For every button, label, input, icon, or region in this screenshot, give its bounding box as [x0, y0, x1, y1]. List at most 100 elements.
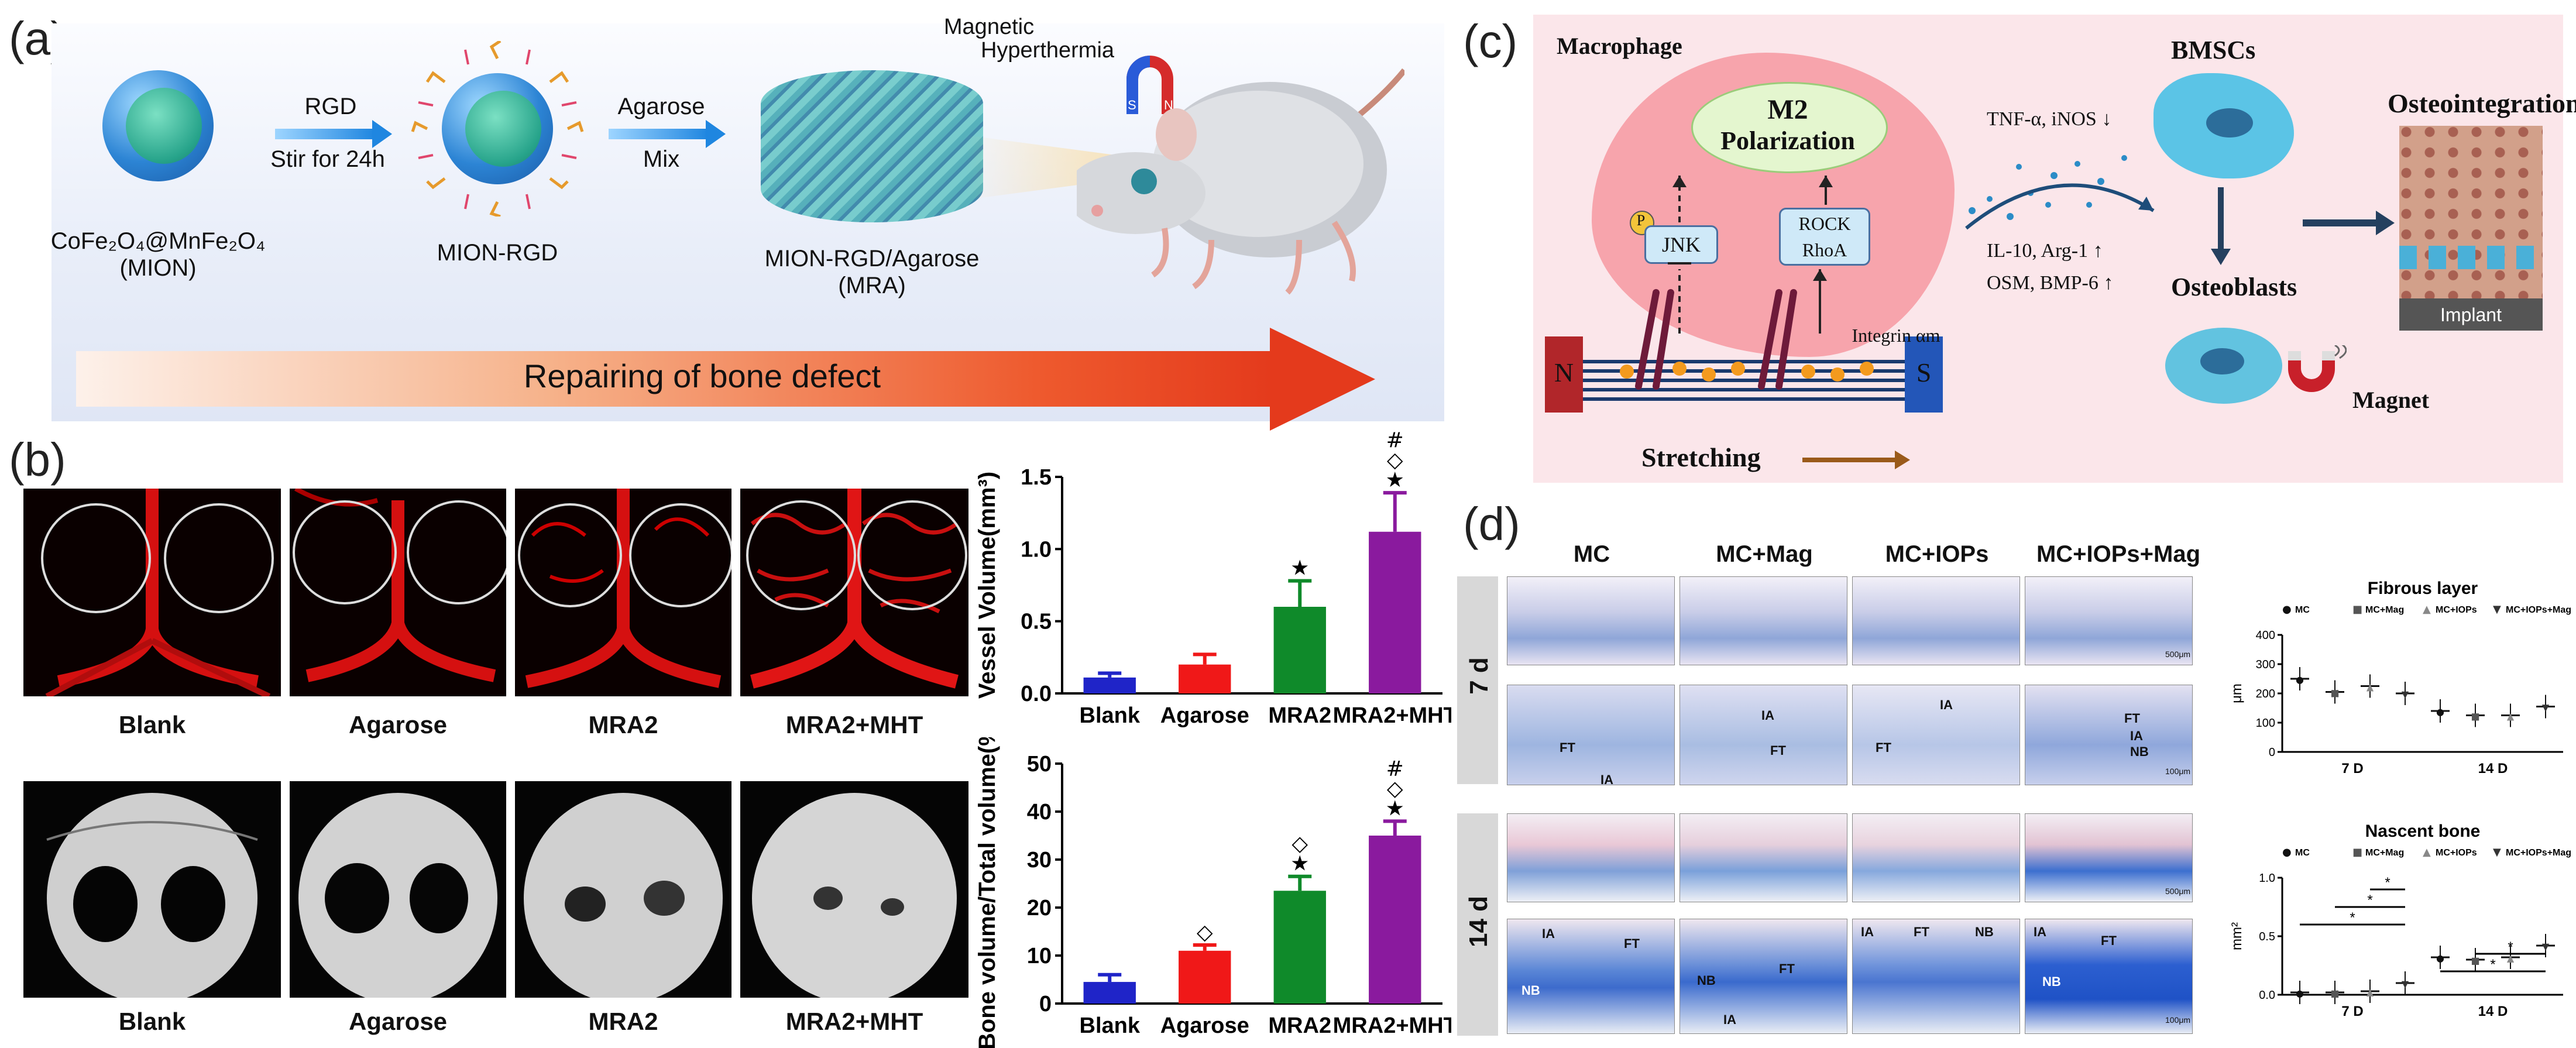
significance-mark: #: [1386, 428, 1404, 452]
label-14d-mciops-nb: NB: [1975, 925, 1994, 939]
scale-7d-big: 500μm: [2165, 650, 2191, 659]
y-tick-label: 400: [2256, 629, 2275, 642]
implant-block: [2399, 298, 2543, 331]
bar: [1273, 607, 1326, 693]
label-14d-mc-ft: FT: [1624, 936, 1640, 951]
histo-14d-mc-overview: [1507, 813, 1675, 902]
legend-marker: ▼: [2493, 846, 2501, 858]
label-7d-mciopsmag-ia: IA: [2130, 729, 2143, 743]
magnet-s-text: S: [1916, 358, 1932, 387]
significance-mark: ◇: [1197, 920, 1213, 944]
legend-label: MC+IOPs: [2436, 605, 2477, 615]
histo-14d-mcmag-zoom: [1679, 919, 1847, 1034]
label-7d-mc-ia: IA: [1600, 772, 1613, 787]
histo-14d-mciops-zoom: [1852, 919, 2020, 1034]
data-point: ●: [2436, 706, 2444, 717]
bar: [1083, 677, 1136, 693]
signal-arrows: [1668, 176, 1833, 334]
data-point: ■: [2330, 688, 2339, 699]
data-point: ▲: [2367, 682, 2374, 693]
significance-mark: ★: [1386, 468, 1404, 492]
label-14d-mc-nb: NB: [1521, 983, 1540, 998]
row-tag-14d: [1457, 813, 1498, 1036]
y-tick-label: 0: [2269, 746, 2275, 759]
cytokines-up2: OSM, BMP-6 ↑: [1987, 272, 2114, 294]
significance-mark: *: [2490, 957, 2495, 973]
category-label: MRA2: [1268, 703, 1331, 728]
significance-mark: ★: [1290, 852, 1309, 876]
histo-14d-mciopsmag-overview: [2025, 813, 2193, 902]
stretching-arrow-head: [1895, 451, 1910, 469]
significance-mark: ★: [1386, 796, 1404, 820]
data-point: ■: [2330, 988, 2339, 999]
vessel-image-agarose: [290, 489, 506, 696]
histo-14d-mciops-overview: [1852, 813, 2020, 902]
histo-7d-mciops-overview: [1852, 576, 2020, 665]
jnk-box: JNK: [1644, 225, 1718, 264]
integrin-label: Integrin αm: [1852, 325, 1940, 346]
bmscs-label: BMSCs: [2171, 36, 2256, 64]
magnet-icon: [2288, 345, 2347, 392]
mion-core: [126, 88, 202, 164]
step2-arrow: [609, 120, 726, 148]
legend-label: MC: [2295, 605, 2310, 615]
y-tick-label: 0.0: [2259, 989, 2275, 1002]
ct-label-blank: Blank: [118, 1008, 186, 1035]
m2-line1: M2: [1767, 94, 1808, 125]
y-tick-label: 10: [1027, 944, 1052, 968]
y-tick-label: 0: [1039, 992, 1052, 1016]
y-tick-label: 0.0: [1021, 682, 1052, 706]
label-14d-mciops-ft: FT: [1914, 925, 1929, 939]
label-mion-rgd: MION-RGD: [437, 240, 558, 266]
y-tick-label: 1.5: [1021, 465, 1052, 490]
bar: [1273, 891, 1326, 1004]
data-point: ▼: [2402, 978, 2409, 989]
data-point: ●: [2436, 953, 2444, 964]
integrin-receptors: [1620, 289, 1874, 390]
legend-marker: ●: [2282, 846, 2292, 858]
mion-rgd-core: [465, 91, 541, 167]
col-header-mc: MC: [1573, 541, 1610, 567]
osteointegration-label: Osteointegration: [2388, 88, 2576, 118]
magnet-n-block: [1545, 336, 1583, 413]
horseshoe-magnet-icon: S N: [1126, 56, 1173, 114]
vessel-image-mra2-mht: [740, 489, 968, 696]
label-7d-mcmag-ft: FT: [1770, 743, 1786, 758]
fiber-network: [1583, 354, 1905, 401]
nascent-bone-chart: Nascent bone●MC■MC+Mag▲MC+IOPs▼MC+IOPs+M…: [2229, 822, 2571, 1019]
y-tick-label: 300: [2256, 658, 2275, 671]
step1-bottom-label: Stir for 24h: [270, 146, 385, 172]
histo-7d-mciops-zoom: [1852, 685, 2020, 785]
step1-arrow: [275, 120, 392, 148]
col-header-mc-iops: MC+IOPs: [1885, 541, 1989, 567]
m2-line2: Polarization: [1720, 126, 1855, 155]
significance-mark: *: [2350, 910, 2355, 926]
group-label: 7 D: [2341, 761, 2363, 776]
significance-mark: ★: [1290, 556, 1309, 580]
label-14d-mcmag-ft: FT: [1779, 961, 1795, 976]
label-14d-mcmag-ia: IA: [1723, 1012, 1736, 1027]
step2-bottom-label: Mix: [643, 146, 680, 172]
bone-cells: [2399, 246, 2543, 269]
legend-marker: ▼: [2493, 603, 2501, 616]
category-label: Blank: [1080, 703, 1141, 728]
label-7d-mc-ft: FT: [1560, 740, 1575, 755]
right-arrow-head: [2376, 211, 2395, 235]
y-tick-label: 0.5: [2259, 930, 2275, 943]
bar: [1369, 836, 1421, 1004]
ct-label-agarose: Agarose: [348, 1008, 448, 1035]
stretching-label: Stretching: [1641, 442, 1761, 472]
rhoa-box: RhoA: [1779, 236, 1870, 266]
panel-label-b: (b): [9, 434, 66, 486]
ct-image-agarose: [290, 781, 506, 998]
significance-mark: ◇: [1387, 448, 1403, 472]
legend-label: MC: [2295, 848, 2310, 858]
osteoblasts-label: Osteoblasts: [2171, 273, 2297, 301]
significance-mark: ◇: [1292, 832, 1308, 856]
magnet-n-label: S: [1128, 98, 1136, 112]
bmsc-nucleus: [2206, 108, 2253, 138]
histo-7d-mcmag-zoom: [1679, 685, 1847, 785]
histo-14d-mciopsmag-zoom: [2025, 919, 2193, 1034]
y-tick-label: 20: [1027, 896, 1052, 920]
label-7d-mcmag-ia: IA: [1761, 708, 1774, 723]
